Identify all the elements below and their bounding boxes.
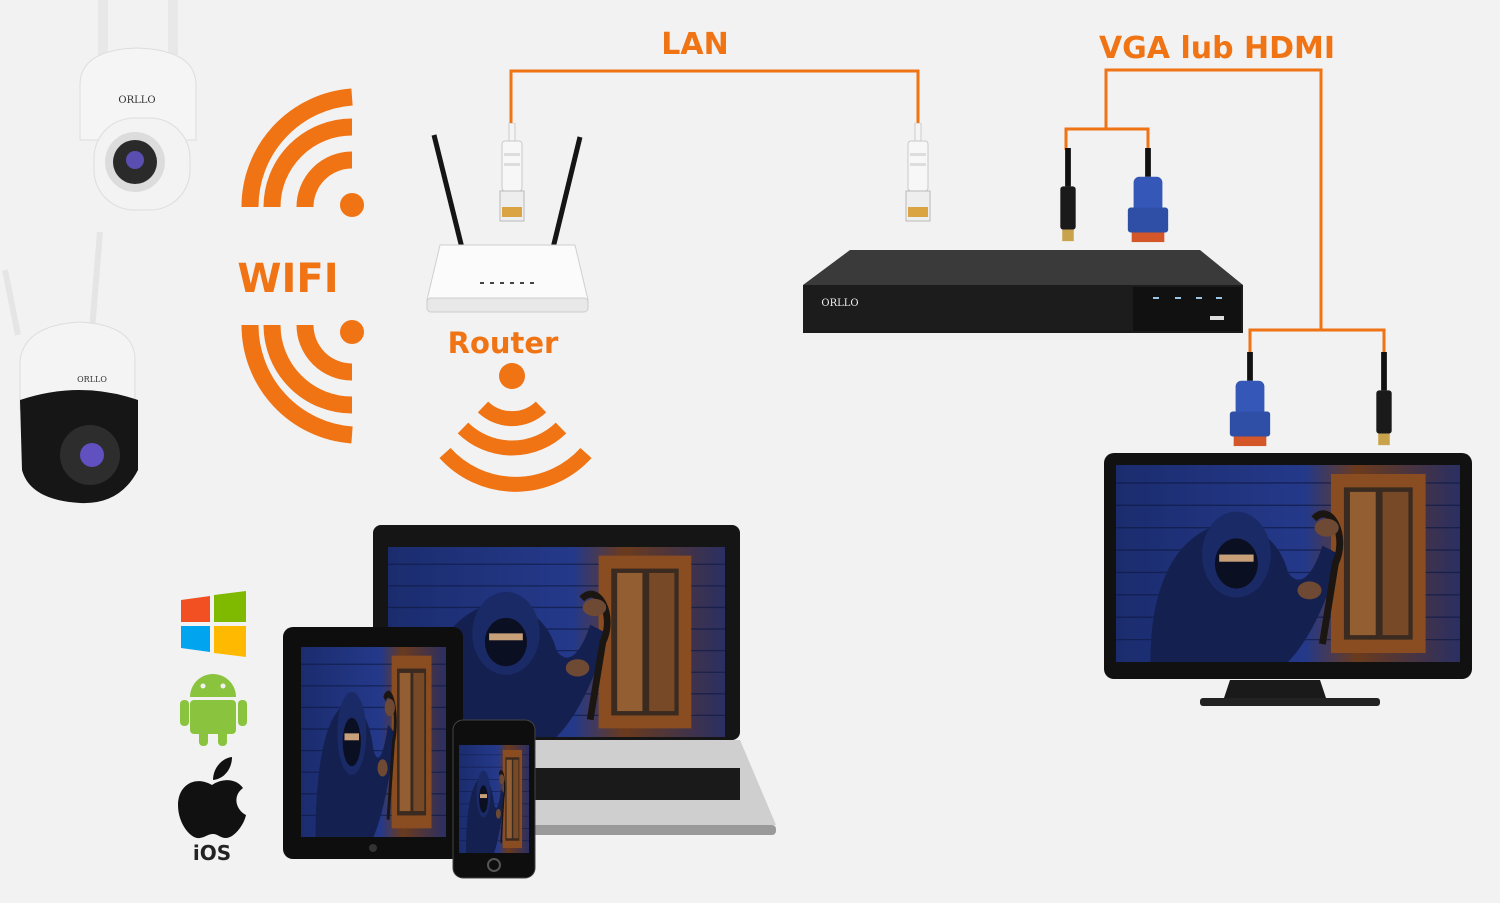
wifi-label: WIFI [237,256,338,302]
vga-connector-nvr [1127,148,1169,243]
android-logo-icon [180,674,247,746]
wifi-dot-upper [340,193,364,217]
ios-label: iOS [193,841,231,865]
windows-logo-icon [181,591,246,657]
lan-label: LAN [661,27,728,62]
hdmi-connector-nvr [1060,148,1076,242]
smartphone [452,719,536,879]
camera-brand-logo: ORLLO [118,95,155,106]
rj45-connector-nvr [905,123,931,222]
nvr-brand-logo: ORLLO [821,298,858,309]
vga-connector-monitor [1229,352,1271,447]
svg-text:ORLLO: ORLLO [77,375,107,384]
hdmi-connector-monitor [1376,352,1392,446]
tablet [283,627,463,859]
wifi-signal-icon [439,363,592,492]
vga-hdmi-label: VGA lub HDMI [1099,31,1335,66]
phone-camera-feed [459,745,529,853]
nvr-recorder: ORLLO [803,250,1243,333]
video-cable-lines [1064,68,1386,355]
ptz-camera-white: ORLLO [79,0,197,211]
wifi-dot-lower [340,320,364,344]
wifi-icon-lower [241,324,353,444]
monitor-camera-feed [1116,465,1460,662]
rj45-connector-router [499,123,525,222]
lan-cable-line [509,69,920,128]
router [426,134,589,313]
wifi-icon-upper [241,88,353,208]
router-label: Router [448,326,559,360]
tablet-camera-feed [301,647,446,837]
monitor [1104,453,1472,706]
ptz-camera-black: ORLLO [2,231,138,504]
apple-logo-icon [178,757,246,839]
